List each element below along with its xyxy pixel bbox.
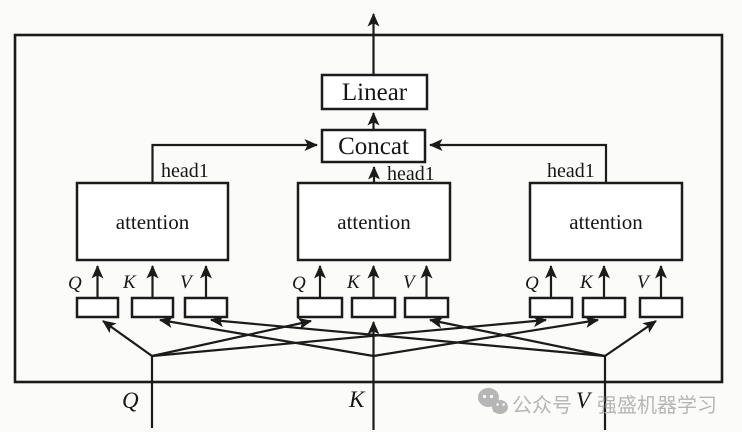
watermark-prefix: 公众号 <box>512 394 572 417</box>
projection-box-v2 <box>403 296 450 319</box>
head1-to-concat-connector <box>151 139 318 183</box>
projection-to-attention-arrows <box>91 265 667 298</box>
v-to-head2-line <box>429 316 606 358</box>
head3-to-concat-connector <box>429 139 608 183</box>
v-to-head1-line <box>210 315 606 358</box>
qkv-label-k2: K <box>346 272 361 293</box>
attention-label-3: attention <box>569 210 643 234</box>
watermark: 公众号 强盛机器学习 <box>477 387 717 417</box>
q-to-head1-line <box>102 320 153 357</box>
projection-box-q1 <box>75 296 120 319</box>
head1-tag: head1 <box>161 160 209 182</box>
input-q-label: Q <box>122 388 139 413</box>
projection-box-k2 <box>350 296 397 319</box>
input-k-label: K <box>348 387 366 412</box>
qkv-label-q1: Q <box>68 273 82 294</box>
head3-tag: head1 <box>547 160 595 182</box>
projection-box-q2 <box>296 296 344 319</box>
input-v-label: V <box>576 388 593 413</box>
qkv-label-k1: K <box>122 272 137 293</box>
qkv-label-v1: V <box>180 272 194 293</box>
head2-tag: head1 <box>387 163 435 185</box>
q-to-head3-line <box>151 315 547 358</box>
attention-label-2: attention <box>337 210 411 234</box>
k-to-head3-line <box>373 316 599 358</box>
concat-label: Concat <box>338 133 409 160</box>
qkv-label-v2: V <box>403 272 417 293</box>
attention-label-1: attention <box>116 210 190 234</box>
projection-boxes <box>75 296 684 319</box>
qkv-label-k3: K <box>579 272 594 293</box>
qkv-label-v3: V <box>637 272 651 293</box>
v-to-head3-line <box>604 320 657 357</box>
projection-box-v3 <box>638 296 684 319</box>
projection-box-k3 <box>581 296 627 319</box>
linear-box <box>320 73 429 111</box>
watermark-suffix: 强盛机器学习 <box>597 394 717 417</box>
wechat-icon <box>477 387 508 415</box>
qkv-label-q3: Q <box>525 273 539 294</box>
qkv-label-q2: Q <box>292 273 306 294</box>
input-fanout-lines <box>102 315 657 430</box>
linear-label: Linear <box>342 79 408 106</box>
concat-box <box>320 128 427 164</box>
attention-box-3 <box>528 181 684 262</box>
attention-box-1 <box>75 181 230 262</box>
attention-box-2 <box>296 181 452 262</box>
k-to-head1-line <box>159 316 374 358</box>
projection-box-k1 <box>130 296 175 319</box>
projection-box-v1 <box>183 296 229 319</box>
projection-box-q3 <box>528 296 574 319</box>
module-boundary-box <box>13 33 724 384</box>
